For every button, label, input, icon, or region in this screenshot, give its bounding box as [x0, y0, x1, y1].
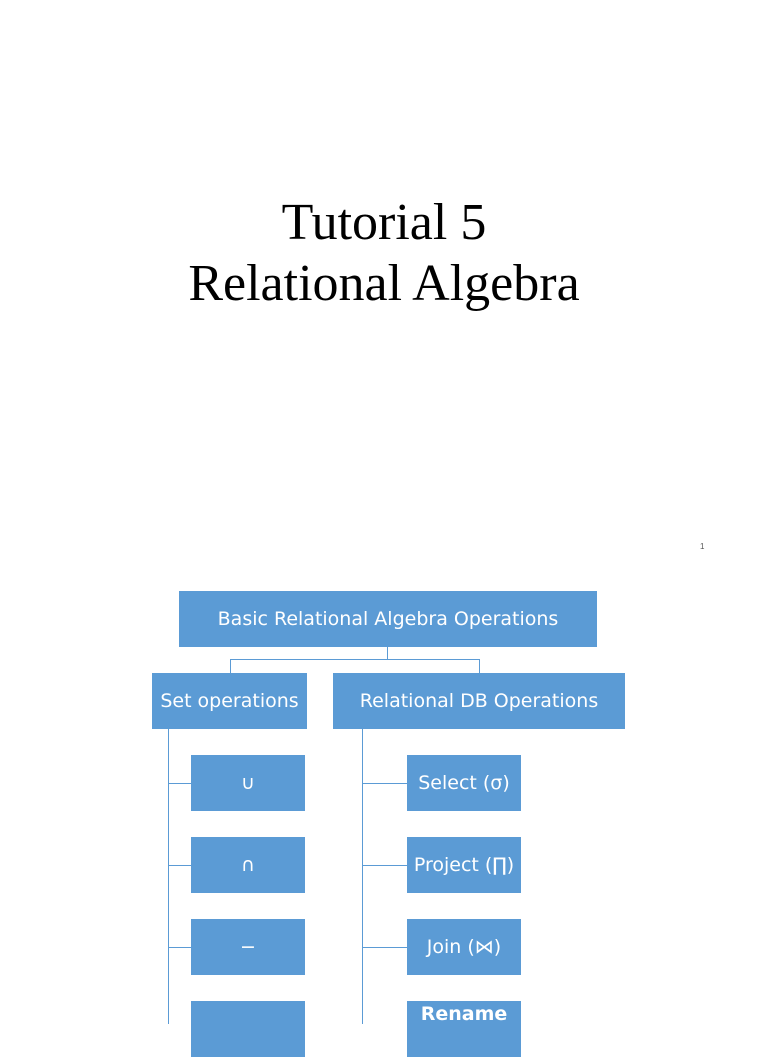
connector-line	[362, 729, 363, 1024]
set-operations-node: Set operations	[152, 673, 307, 729]
project-node: Project (∏)	[407, 837, 521, 893]
select-node: Select (σ)	[407, 755, 521, 811]
join-node: Join (⋈)	[407, 919, 521, 975]
connector-line	[168, 865, 191, 866]
union-node: ∪	[191, 755, 305, 811]
root-node: Basic Relational Algebra Operations	[179, 591, 597, 647]
rename-node: Rename	[407, 1001, 521, 1057]
connector-line	[387, 647, 388, 660]
connector-line	[168, 729, 169, 1024]
connector-line	[230, 659, 231, 673]
slide-title-line-1: Tutorial 5	[281, 194, 487, 251]
connector-line	[362, 865, 407, 866]
connector-line	[362, 947, 407, 948]
slide-title-line-2: Relational Algebra	[188, 255, 580, 312]
cartesian-product-node	[191, 1001, 305, 1057]
connector-line	[230, 659, 480, 660]
difference-node: −	[191, 919, 305, 975]
intersection-node: ∩	[191, 837, 305, 893]
relational-db-operations-node: Relational DB Operations	[333, 673, 625, 729]
connector-line	[479, 659, 480, 673]
connector-line	[362, 783, 407, 784]
connector-line	[168, 783, 191, 784]
connector-line	[168, 947, 191, 948]
page-number: 1	[700, 542, 705, 551]
